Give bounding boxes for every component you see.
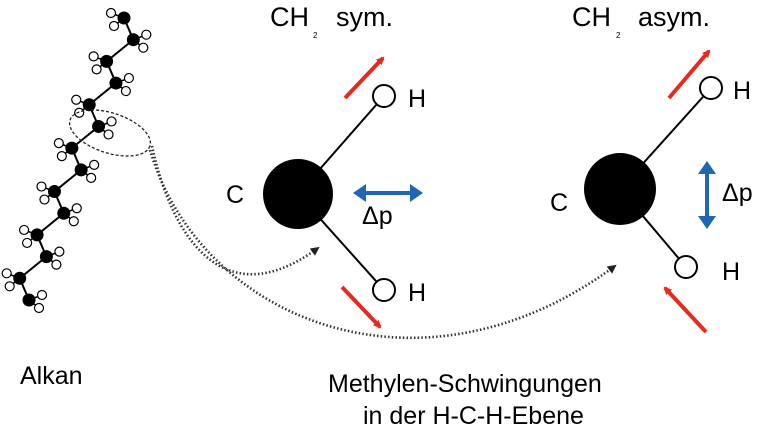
alkane-hydrogen-atom [141, 29, 152, 40]
alkane-molecule [1, 7, 152, 314]
alkane-hydrogen-atom [51, 259, 62, 270]
alkane-hydrogen-atom [105, 7, 117, 19]
alkane-hydrogen-atom [54, 246, 65, 257]
ch2-highlight-ellipse [68, 109, 152, 157]
hydrogen-atom-top [372, 84, 396, 108]
dipole-arrow-vertical [698, 161, 716, 229]
alkane-hydrogen-atom [18, 224, 30, 236]
alkane-carbon-atom [74, 163, 88, 177]
carbon-label: C [550, 189, 568, 217]
alkane-hydrogen-atom [89, 159, 100, 170]
asym-title-mode: asym. [638, 2, 710, 32]
alkane-carbon-atom [13, 271, 27, 285]
caption-line-1: Methylen-Schwingungen [328, 370, 602, 398]
hydrogen-label-top: H [733, 77, 751, 105]
carbon-atom [584, 153, 656, 225]
alkane-hydrogen-atom [103, 129, 114, 140]
connector-to-asym [148, 149, 617, 340]
dipole-label: Δp [722, 179, 753, 207]
carbon-atom [263, 159, 333, 229]
alkane-hydrogen-atom [108, 20, 120, 32]
motion-arrow-bottom [340, 285, 382, 329]
alkane-hydrogen-atom [106, 116, 117, 127]
asym-title-subscript: 2 [616, 31, 621, 40]
alkane-hydrogen-atom [33, 302, 45, 314]
sym-title-ch: CH [270, 2, 309, 32]
alkane-hydrogen-atom [4, 281, 15, 292]
caption-line-2: in der H-C-H-Ebene [363, 402, 584, 430]
alkane-carbon-atom [100, 54, 114, 68]
hydrogen-atom-top [699, 76, 723, 100]
alkane-hydrogen-atom [1, 268, 12, 279]
alkane-label: Alkan [20, 362, 83, 390]
alkane-hydrogen-atom [68, 216, 79, 227]
alkane-hydrogen-atom [88, 51, 99, 62]
hydrogen-atom-bottom [674, 255, 698, 279]
alkane-hydrogen-atom [86, 172, 97, 183]
alkane-carbon-atom [57, 206, 71, 220]
alkane-carbon-atom [82, 98, 96, 112]
alkane-hydrogen-atom [53, 138, 64, 149]
hydrogen-atom-bottom [372, 278, 396, 302]
alkane-hydrogen-atom [71, 94, 82, 105]
hydrogen-label-top: H [408, 85, 426, 113]
alkane-carbon-atom [65, 141, 79, 155]
motion-arrow-top [343, 56, 385, 100]
alkane-hydrogen-atom [74, 107, 85, 118]
sym-title-mode: sym. [336, 2, 393, 32]
alkane-carbon-atom [47, 185, 61, 199]
alkane-hydrogen-atom [91, 64, 102, 75]
alkane-hydrogen-atom [39, 194, 50, 205]
alkane-hydrogen-atom [36, 181, 47, 192]
hydrogen-label-bottom: H [722, 258, 740, 286]
carbon-label: C [226, 181, 244, 209]
alkane-hydrogen-atom [120, 85, 132, 97]
alkane-hydrogen-atom [56, 151, 67, 162]
alkane-carbon-atom [117, 11, 131, 25]
alkane-hydrogen-atom [138, 42, 149, 53]
dipole-label: Δp [362, 202, 393, 230]
ch2-symmetric-group: C H H Δp CH 2 sym. [226, 2, 426, 329]
alkane-hydrogen-atom [21, 237, 33, 249]
sym-title-subscript: 2 [313, 31, 318, 40]
alkane-carbon-atom [30, 228, 44, 242]
asym-title-ch: CH [572, 2, 611, 32]
alkane-hydrogen-atom [71, 203, 82, 214]
alkane-carbon-atom [22, 293, 36, 307]
alkane-hydrogen-atom [123, 72, 135, 84]
alkane-carbon-atom [109, 76, 123, 90]
alkane-carbon-atom [126, 33, 140, 47]
alkane-carbon-atom [92, 119, 106, 133]
alkane-carbon-atom [39, 250, 53, 264]
motion-arrow-top [667, 49, 711, 100]
alkane-hydrogen-atom [36, 289, 48, 301]
dipole-arrow-horizontal [353, 184, 423, 202]
motion-arrow-bottom [663, 286, 708, 334]
ch2-asymmetric-group: C H H Δp CH 2 asym. [550, 2, 753, 334]
hydrogen-label-bottom: H [408, 279, 426, 307]
